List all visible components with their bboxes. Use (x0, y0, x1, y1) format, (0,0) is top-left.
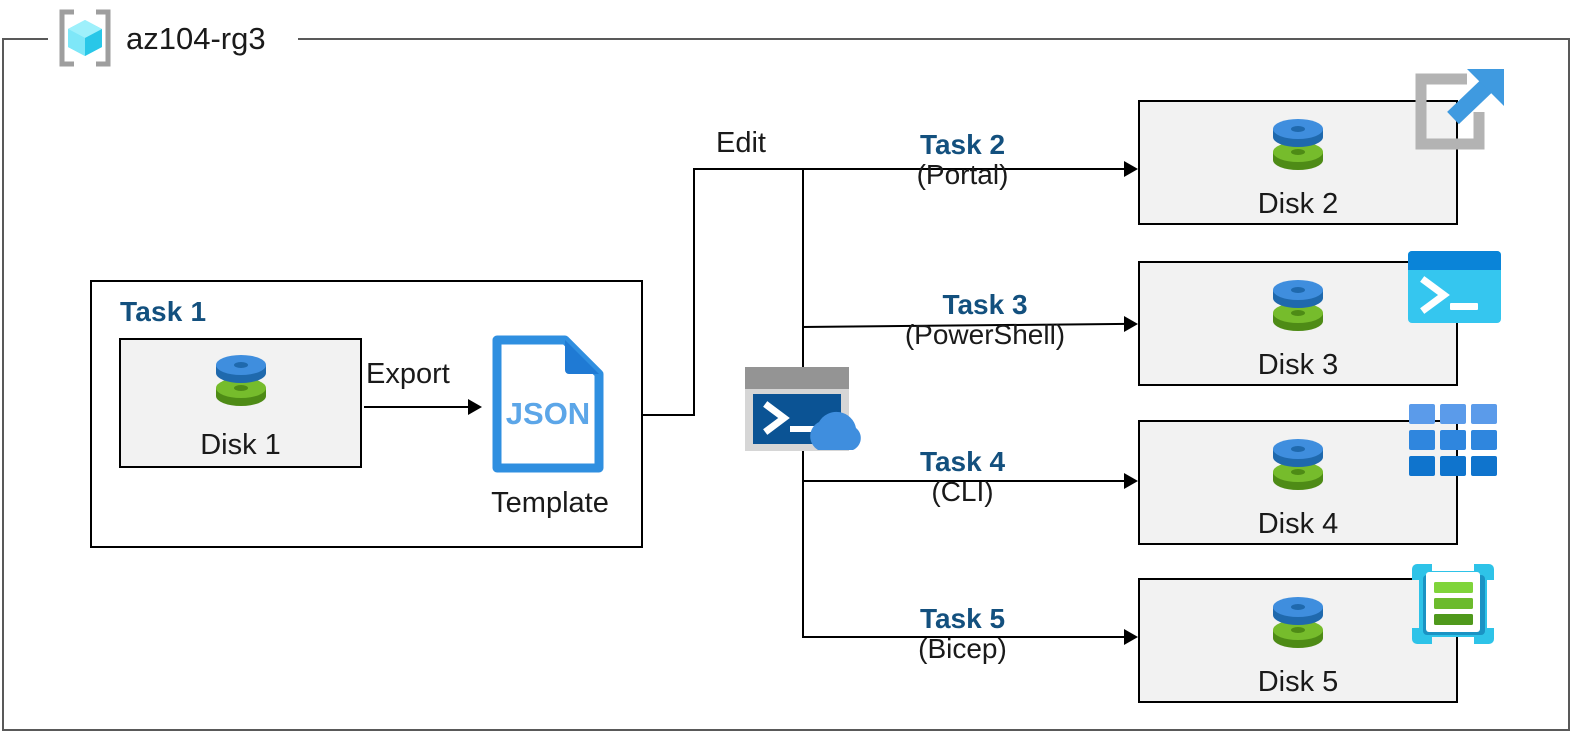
task2-edge-label: Task 2 (Portal) (855, 129, 1070, 191)
task4-arrow-head (1124, 473, 1138, 489)
disk5-caption: Disk 5 (1257, 666, 1339, 698)
task2-method: (Portal) (916, 159, 1009, 191)
task4-title: Task 4 (919, 446, 1006, 477)
task3-title: Task 3 (942, 289, 1028, 320)
task4-method: (CLI) (931, 476, 994, 508)
export-arrow-line (364, 406, 468, 408)
azure-resource-group-icon (54, 7, 116, 69)
disk1-caption: Disk 1 (200, 429, 281, 461)
task3-method: (PowerShell) (904, 319, 1066, 351)
resource-group-border-top-left (2, 38, 48, 40)
managed-disk-icon (1269, 432, 1327, 498)
task2-title: Task 2 (919, 129, 1006, 160)
disk4-box[interactable]: Disk 4 (1138, 420, 1458, 545)
edit-connector-h2 (693, 168, 1128, 170)
disk1-box[interactable]: Disk 1 (119, 338, 362, 468)
bicep-icon[interactable] (1408, 560, 1498, 648)
task5-method: (Bicep) (918, 633, 1007, 665)
task3-edge-label: Task 3 (PowerShell) (855, 289, 1115, 351)
managed-disk-icon (1269, 590, 1327, 656)
cloud-shell-icon[interactable] (744, 366, 864, 452)
disk3-box[interactable]: Disk 3 (1138, 261, 1458, 386)
svg-text:JSON: JSON (506, 396, 590, 431)
edit-connector-v (693, 168, 695, 416)
disk5-box[interactable]: Disk 5 (1138, 578, 1458, 703)
edit-label: Edit (716, 127, 766, 159)
resource-group-header: az104-rg3 (48, 2, 272, 74)
resource-group-name: az104-rg3 (126, 20, 266, 56)
managed-disk-icon (1269, 112, 1327, 178)
task5-edge-label: Task 5 (Bicep) (855, 603, 1070, 665)
task3-arrow-head (1124, 316, 1138, 332)
edit-connector-h1 (643, 414, 695, 416)
task4-branch-line (802, 480, 1128, 482)
task5-branch-line (802, 636, 1128, 638)
powershell-icon[interactable] (1408, 251, 1501, 323)
resource-group-border-top-right (298, 38, 1570, 40)
task5-title: Task 5 (919, 603, 1006, 634)
task5-arrow-head (1124, 629, 1138, 645)
task1-label: Task 1 (120, 296, 207, 327)
disk4-caption: Disk 4 (1257, 508, 1339, 540)
task4-edge-label: Task 4 (CLI) (855, 446, 1070, 508)
disk3-caption: Disk 3 (1257, 349, 1339, 381)
resource-group-border-right (1568, 38, 1570, 731)
managed-disk-icon (1269, 273, 1327, 339)
disk2-caption: Disk 2 (1257, 188, 1339, 220)
resource-group-border-bottom (2, 729, 1570, 731)
export-label: Export (366, 358, 450, 390)
disk2-box[interactable]: Disk 2 (1138, 100, 1458, 225)
managed-disk-icon (212, 348, 270, 414)
export-arrow-head (468, 399, 482, 415)
template-caption: Template (491, 487, 609, 519)
azure-portal-icon[interactable] (1409, 66, 1509, 162)
resource-group-border-left (2, 38, 4, 731)
azure-cli-icon[interactable] (1409, 404, 1497, 476)
json-file-icon[interactable]: JSON (489, 334, 607, 474)
task2-arrow-head (1124, 161, 1138, 177)
